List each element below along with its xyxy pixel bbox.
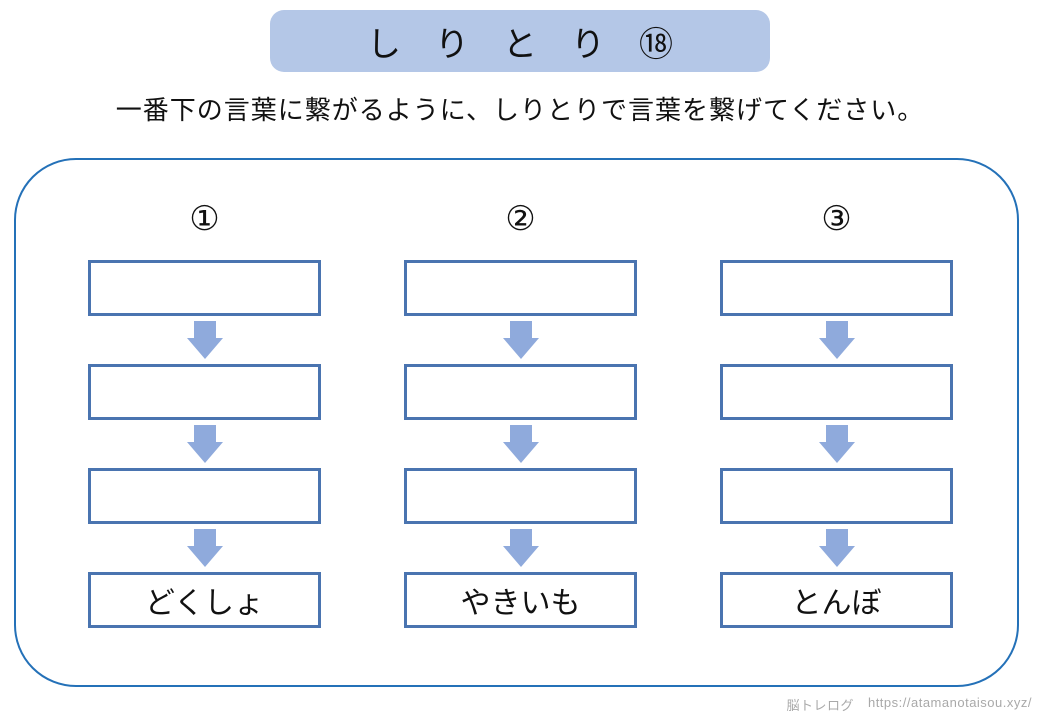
title-banner: し り と り ⑱: [270, 10, 770, 72]
down-arrow-icon: [502, 420, 539, 468]
down-arrow-icon: [186, 420, 223, 468]
answer-box: [404, 468, 637, 524]
page-title: し り と り ⑱: [367, 25, 673, 64]
answer-box: [404, 260, 637, 316]
down-arrow-icon: [186, 524, 223, 572]
given-word-box: やきいも: [404, 572, 637, 628]
shiritori-column-3: ③ とんぼ: [720, 198, 953, 628]
answer-box: [88, 468, 321, 524]
site-name: 脳トレログ: [786, 698, 854, 713]
down-arrow-icon: [502, 316, 539, 364]
shiritori-column-1: ① どくしょ: [88, 198, 321, 628]
instruction-text: 一番下の言葉に繋がるように、しりとりで言葉を繋げてください。: [115, 95, 925, 125]
answer-box: [720, 468, 953, 524]
answer-box: [720, 364, 953, 420]
down-arrow-icon: [818, 420, 855, 468]
column-number: ①: [189, 200, 220, 238]
footer-credit: 脳トレログ https://atamanotaisou.xyz/: [786, 695, 1032, 714]
down-arrow-icon: [818, 316, 855, 364]
answer-box: [720, 260, 953, 316]
answer-box: [88, 260, 321, 316]
shiritori-column-2: ② やきいも: [404, 198, 637, 628]
answer-box: [404, 364, 637, 420]
site-url: https://atamanotaisou.xyz/: [867, 695, 1032, 710]
given-word-box: どくしょ: [88, 572, 321, 628]
given-word-box: とんぼ: [720, 572, 953, 628]
down-arrow-icon: [818, 524, 855, 572]
column-number: ②: [505, 200, 536, 238]
down-arrow-icon: [502, 524, 539, 572]
down-arrow-icon: [186, 316, 223, 364]
column-number: ③: [821, 200, 852, 238]
answer-box: [88, 364, 321, 420]
